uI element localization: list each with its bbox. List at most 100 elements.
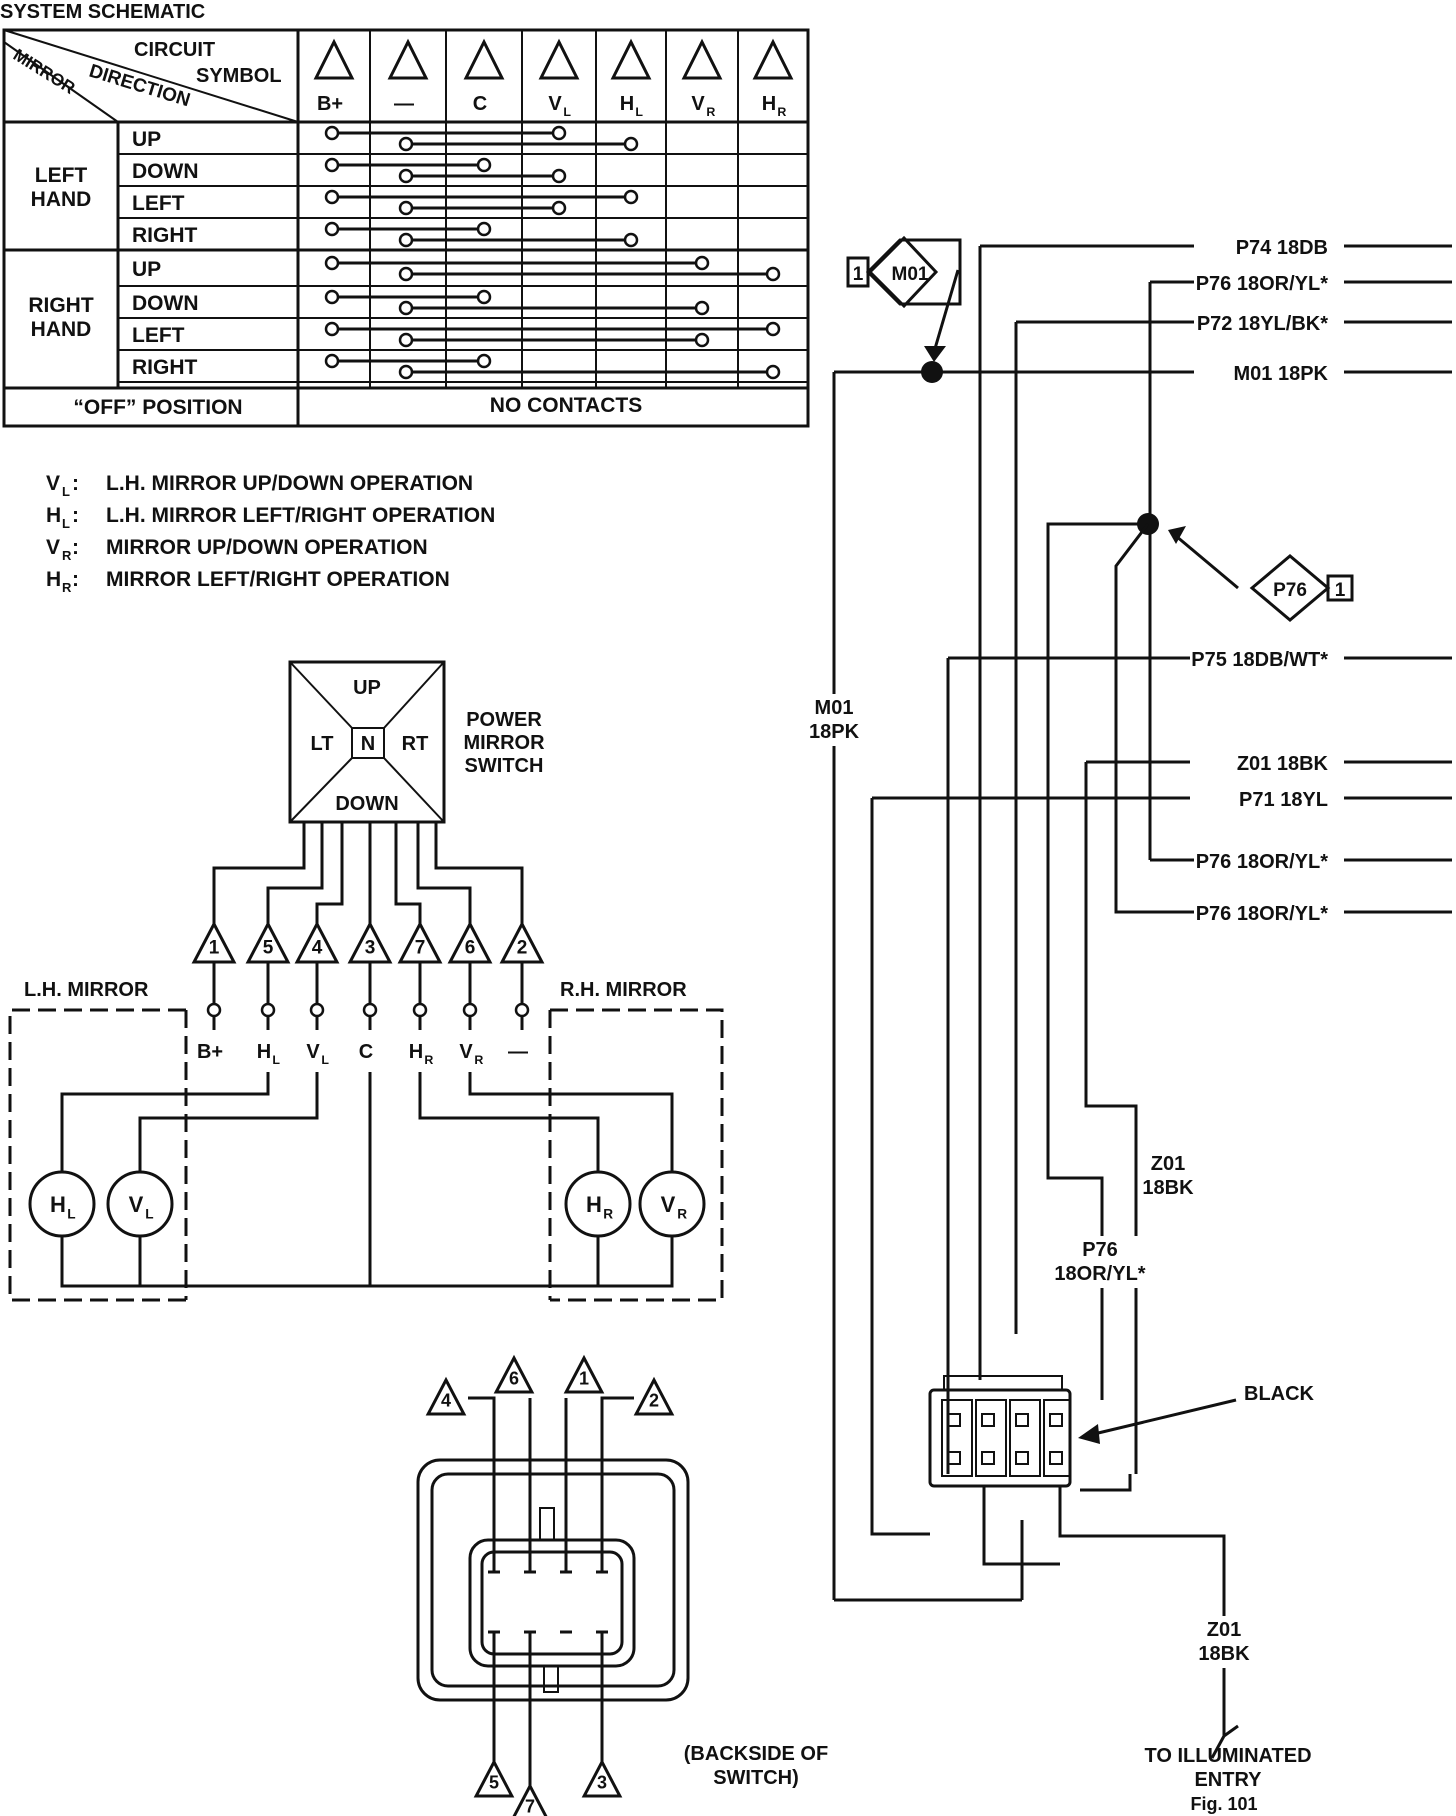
wire-label-6: P71 18YL bbox=[1239, 789, 1328, 811]
column-header-1: — bbox=[387, 38, 429, 115]
schematic-title: SYSTEM SCHEMATIC bbox=[0, 1, 205, 23]
contact-0-2-0 bbox=[324, 189, 639, 205]
motor-symbol-0-sub: L bbox=[67, 1207, 75, 1222]
switch-name-line2: MIRROR bbox=[463, 732, 545, 754]
terminal-label-3: C bbox=[359, 1041, 373, 1063]
contact-1-0-0 bbox=[324, 255, 710, 271]
direction-0-3: RIGHT bbox=[132, 224, 198, 247]
m01-vert-line2: 18PK bbox=[809, 721, 860, 743]
terminal-label-2-main: V bbox=[306, 1041, 320, 1063]
backside-top-pin-4: 4 bbox=[425, 1376, 467, 1416]
black-connector-label: BLACK bbox=[1244, 1383, 1315, 1405]
terminal-5-label: 5 bbox=[263, 938, 274, 959]
rh-mirror-label: R.H. MIRROR bbox=[560, 979, 687, 1001]
legend-sub-2: R bbox=[62, 548, 72, 563]
contact-0-0-1 bbox=[398, 136, 639, 152]
column-symbol-3-sub: L bbox=[563, 105, 571, 119]
backside-bottom-pin-3: 3 bbox=[581, 1758, 623, 1798]
contact-0-0-0 bbox=[324, 125, 567, 141]
terminal-1-label: 1 bbox=[209, 938, 220, 959]
column-symbol-4-main: H bbox=[620, 93, 634, 115]
column-symbol-0: B+ bbox=[317, 93, 343, 115]
switch-backside: (BACKSIDE OF SWITCH) bbox=[416, 1396, 828, 1789]
backside-bottom-pin-5: 5 bbox=[473, 1758, 515, 1798]
direction-1-0: UP bbox=[132, 258, 161, 281]
terminal-label-2-sub: L bbox=[321, 1053, 329, 1067]
contact-0-3-1 bbox=[398, 232, 639, 248]
z01-vert-line1: Z01 bbox=[1151, 1153, 1185, 1175]
wire-label-8: P76 18OR/YL* bbox=[1196, 903, 1329, 925]
terminal-3-label: 3 bbox=[365, 938, 376, 959]
motor-symbol-2-main: H bbox=[586, 1192, 602, 1217]
contact-0-1-1 bbox=[398, 168, 567, 184]
backside-top-pin-6-label: 6 bbox=[509, 1369, 519, 1389]
legend-sub-3: R bbox=[62, 580, 72, 595]
contact-0-1-0 bbox=[324, 157, 492, 173]
legend-sep-1: : bbox=[72, 504, 79, 527]
legend-text-1: L.H. MIRROR LEFT/RIGHT OPERATION bbox=[106, 504, 495, 527]
contact-1-0-1 bbox=[398, 266, 781, 282]
terminal-6-label: 6 bbox=[465, 938, 476, 959]
direction-0-2: LEFT bbox=[132, 192, 185, 215]
terminal-7: 7 bbox=[397, 920, 443, 964]
backside-bottom-pin-7: 7 bbox=[512, 1782, 548, 1816]
backside-bottom-pin-7-label: 7 bbox=[525, 1797, 535, 1816]
terminal-label-4-main: H bbox=[409, 1041, 423, 1063]
backside-top-pin-1-label: 1 bbox=[579, 1369, 589, 1389]
column-header-2: C bbox=[463, 38, 505, 115]
terminal-7-label: 7 bbox=[415, 938, 426, 959]
contact-1-1-0 bbox=[324, 289, 492, 305]
group-1-line2: HAND bbox=[31, 318, 92, 341]
terminal-label-1-main: H bbox=[257, 1041, 271, 1063]
switch-lt-label: LT bbox=[311, 733, 334, 755]
direction-1-3: RIGHT bbox=[132, 356, 198, 379]
group-1-line1: RIGHT bbox=[28, 294, 94, 317]
contact-1-2-1 bbox=[398, 332, 710, 348]
direction-0-0: UP bbox=[132, 128, 161, 151]
terminal-label-5-main: V bbox=[459, 1041, 473, 1063]
column-header-0: B+ bbox=[313, 38, 355, 115]
terminal-5: 5 bbox=[245, 920, 291, 964]
dest-line1: TO ILLUMINATED bbox=[1144, 1745, 1311, 1767]
switch-rt-label: RT bbox=[402, 733, 429, 755]
p76-connector-num: 1 bbox=[1335, 580, 1346, 601]
contact-1-2-0 bbox=[324, 321, 781, 337]
backside-top-pin-4-label: 4 bbox=[441, 1391, 451, 1411]
column-symbol-1-main: — bbox=[394, 93, 414, 115]
column-symbol-1: — bbox=[394, 93, 414, 115]
direction-1-2: LEFT bbox=[132, 324, 185, 347]
wire-label-2: P72 18YL/BK* bbox=[1197, 313, 1328, 335]
harness-wiring bbox=[832, 244, 1406, 1759]
wire-label-5: Z01 18BK bbox=[1237, 753, 1329, 775]
terminal-label-6-main: — bbox=[508, 1041, 528, 1063]
terminal-label-1-sub: L bbox=[272, 1053, 280, 1067]
motor-symbol-1-sub: L bbox=[145, 1207, 153, 1222]
terminal-1: 1 bbox=[191, 920, 237, 964]
legend-symbol-2: V bbox=[46, 536, 60, 559]
m01-connector-name: M01 bbox=[892, 264, 929, 285]
z01-bottom-line1: Z01 bbox=[1207, 1619, 1241, 1641]
switch-name-line3: SWITCH bbox=[465, 755, 544, 777]
column-symbol-5-sub: R bbox=[706, 105, 715, 119]
terminal-label-5-sub: R bbox=[474, 1053, 483, 1067]
p76-connector-name: P76 bbox=[1273, 580, 1307, 601]
terminal-label-0-main: B+ bbox=[197, 1041, 223, 1063]
motor-symbol-3-sub: R bbox=[677, 1207, 687, 1222]
legend-symbol-1: H bbox=[46, 504, 61, 527]
